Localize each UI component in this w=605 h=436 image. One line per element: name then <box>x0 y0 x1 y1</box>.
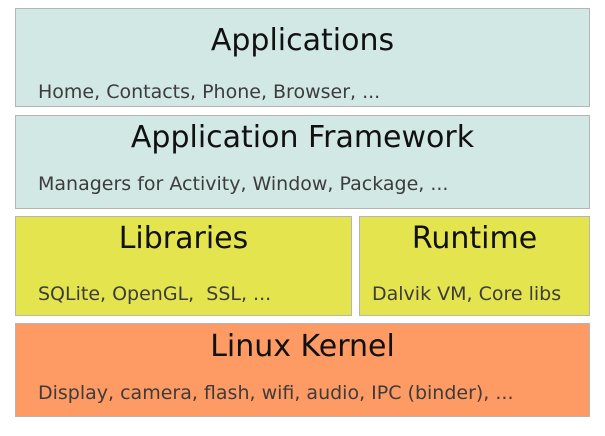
application-framework-layer: Application Framework Managers for Activ… <box>15 115 590 209</box>
linux-kernel-description: Display, camera, flash, wifi, audio, IPC… <box>38 382 514 404</box>
application-framework-title: Application Framework <box>130 120 475 155</box>
libraries-layer: Libraries SQLite, OpenGL, SSL, ... <box>15 216 352 316</box>
runtime-description: Dalvik VM, Core libs <box>372 283 562 305</box>
libraries-title: Libraries <box>118 221 249 256</box>
applications-layer: Applications Home, Contacts, Phone, Brow… <box>15 8 590 107</box>
application-framework-description: Managers for Activity, Window, Package, … <box>38 173 449 195</box>
linux-kernel-layer: Linux Kernel Display, camera, flash, wif… <box>15 323 590 417</box>
runtime-layer: Runtime Dalvik VM, Core libs <box>359 216 590 316</box>
libraries-description: SQLite, OpenGL, SSL, ... <box>38 283 272 305</box>
runtime-title: Runtime <box>411 221 538 256</box>
applications-title: Applications <box>210 23 395 58</box>
applications-description: Home, Contacts, Phone, Browser, ... <box>38 81 381 103</box>
linux-kernel-title: Linux Kernel <box>210 329 395 364</box>
